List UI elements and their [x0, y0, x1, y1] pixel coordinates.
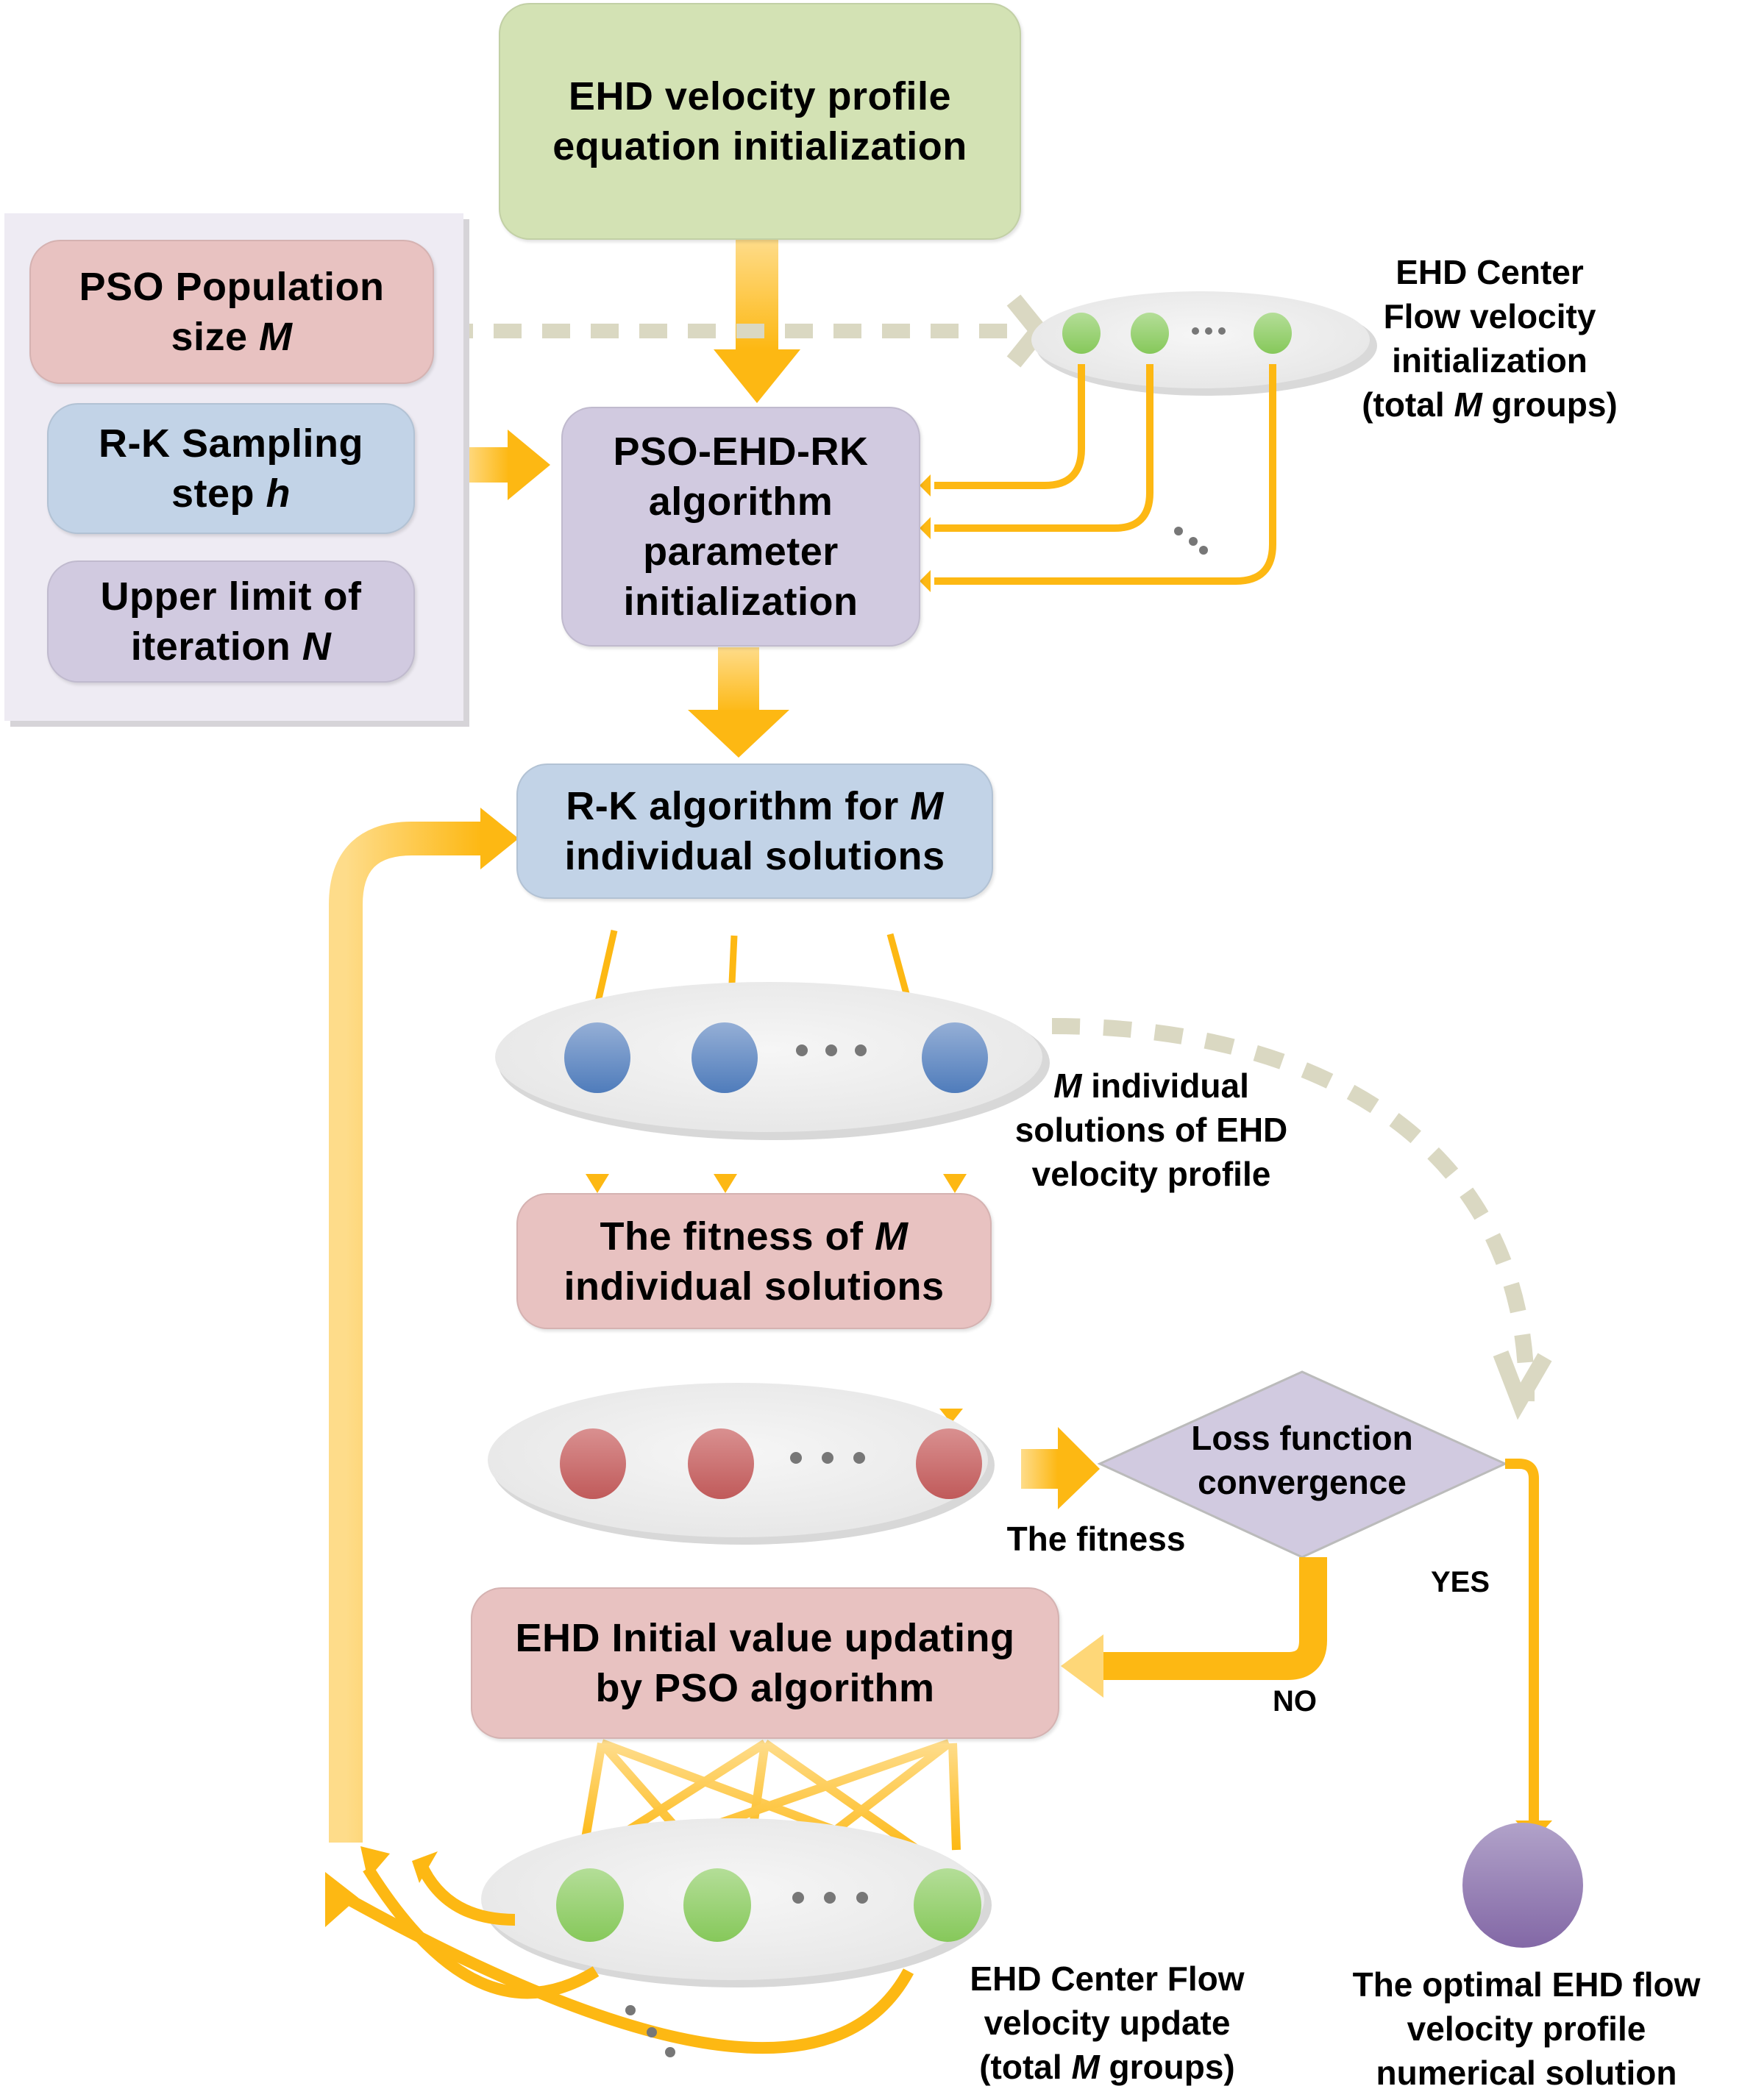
arrow-fitness-to-decision [1021, 1427, 1100, 1509]
center-update-line3-suffix: groups) [1099, 2048, 1235, 2086]
center-update-label: EHD Center Flow velocity update (total M… [949, 1957, 1265, 2089]
solutions-line1-suffix: individual [1081, 1067, 1249, 1105]
center-init-line3: initialization [1392, 341, 1588, 380]
no-label: NO [1273, 1685, 1317, 1718]
param-line4: initialization [623, 580, 858, 624]
result-line3: numerical solution [1376, 2054, 1677, 2092]
decision-line1: Loss function [1191, 1419, 1413, 1457]
arrows-center-to-param [934, 364, 1276, 585]
center-init-plate [1031, 291, 1377, 396]
ellipsis-vertical-bottom [625, 2005, 675, 2057]
green-node [556, 1868, 624, 1942]
arrow-panel-to-param [463, 430, 550, 500]
population-var: M [259, 315, 293, 359]
center-update-plate [481, 1818, 992, 1987]
rk-line2: individual solutions [564, 834, 945, 878]
red-node [688, 1428, 754, 1499]
equation-init-box: EHD velocity profile equation initializat… [499, 3, 1021, 240]
green-node [1062, 313, 1101, 354]
sampling-line1: R-K Sampling [98, 421, 363, 466]
equation-init-line2: equation initialization [552, 124, 967, 168]
blue-node [922, 1022, 988, 1093]
sampling-step-box: R-K Sampling step h [47, 403, 415, 534]
green-node [914, 1868, 981, 1942]
fitness-line1-prefix: The fitness of [600, 1214, 875, 1259]
arrow-param-to-rk [688, 647, 789, 758]
population-line1: PSO Population [79, 265, 385, 309]
population-line2-prefix: size [171, 315, 260, 359]
iteration-line2-prefix: iteration [130, 624, 302, 669]
rk-line1-prefix: R-K algorithm for [566, 784, 911, 828]
blue-node [692, 1022, 758, 1093]
sampling-line2-prefix: step [171, 471, 266, 516]
center-update-line1: EHD Center Flow [970, 1960, 1245, 1998]
sampling-var: h [266, 471, 291, 516]
center-init-line1: EHD Center [1396, 253, 1584, 291]
arrow-no-to-update [1061, 1557, 1327, 1698]
param-line3: parameter [643, 530, 839, 574]
fitness-plate [488, 1383, 995, 1545]
green-node [683, 1868, 751, 1942]
update-line2: by PSO algorithm [595, 1666, 935, 1710]
rk-var: M [910, 784, 944, 828]
fitness-var: M [875, 1214, 909, 1259]
update-line1: EHD Initial value updating [515, 1616, 1015, 1660]
fitness-label: The fitness [1006, 1520, 1186, 1558]
result-line2: velocity profile [1407, 2010, 1646, 2048]
decision-line2: convergence [1198, 1463, 1407, 1501]
iteration-limit-box: Upper limit of iteration N [47, 560, 415, 683]
arrowheads-param [920, 474, 931, 592]
solutions-var: M [1053, 1067, 1082, 1105]
center-init-line4-prefix: (total [1362, 385, 1454, 424]
population-size-box: PSO Population size M [29, 240, 434, 384]
result-line1: The optimal EHD flow [1352, 1965, 1701, 2004]
equation-init-line1: EHD velocity profile [568, 74, 952, 118]
arrow-yes-to-result [1505, 1459, 1552, 1841]
iteration-var: N [302, 624, 332, 669]
red-node [560, 1428, 626, 1499]
center-update-var: M [1071, 2048, 1100, 2086]
result-node [1462, 1823, 1583, 1948]
param-line1: PSO-EHD-RK [613, 430, 869, 474]
center-init-line4-suffix: groups) [1482, 385, 1618, 424]
center-init-var: M [1454, 385, 1482, 424]
decision-label: Loss function convergence [1126, 1416, 1479, 1504]
fitness-line2: individual solutions [564, 1264, 945, 1309]
blue-node [564, 1022, 630, 1093]
arrowheads-fitness [586, 1174, 967, 1193]
iteration-line1: Upper limit of [100, 574, 362, 619]
solutions-label: M individual solutions of EHD velocity p… [986, 1064, 1317, 1196]
green-node [1131, 313, 1169, 354]
yes-label: YES [1430, 1566, 1490, 1598]
center-init-line2: Flow velocity [1383, 297, 1596, 335]
return-arcs [343, 1865, 914, 2054]
red-node [916, 1428, 982, 1499]
center-init-label: EHD Center Flow velocity initialization … [1324, 250, 1655, 427]
arrow-title-to-param [714, 239, 800, 403]
loop-arrow-to-rk [329, 808, 519, 1843]
solutions-line2: solutions of EHD [1014, 1111, 1288, 1149]
ellipsis-vertical-top [1174, 527, 1208, 555]
green-node [1254, 313, 1292, 354]
dashed-arrow-solutions-to-decision [1051, 1018, 1552, 1420]
param-init-box: PSO-EHD-RK algorithm parameter initializ… [561, 407, 920, 647]
solutions-line3: velocity profile [1031, 1155, 1271, 1193]
center-update-line2: velocity update [984, 2004, 1231, 2042]
result-label: The optimal EHD flow velocity profile nu… [1317, 1962, 1736, 2095]
return-arrowheads [325, 1846, 438, 1927]
param-line2: algorithm [648, 480, 833, 524]
pso-update-box: EHD Initial value updating by PSO algorit… [471, 1587, 1059, 1739]
solutions-plate [495, 982, 1050, 1140]
center-update-line3-prefix: (total [979, 2048, 1072, 2086]
arrows-solutions-to-fitness [594, 1103, 959, 1177]
